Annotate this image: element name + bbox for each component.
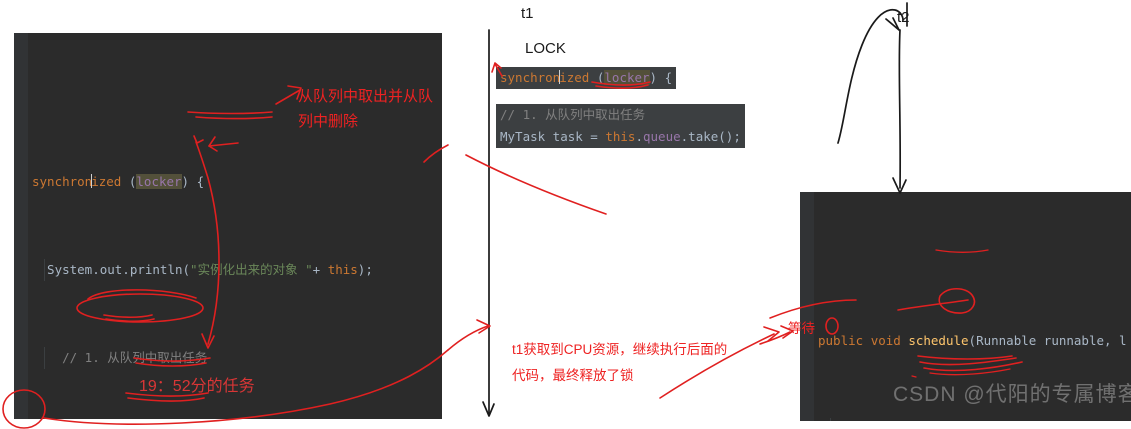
ink-mid-diagonal (465, 154, 607, 215)
t1-cpu-annotation: t1获取到CPU资源，继续执行后面的 代码，最终释放了锁 (512, 342, 728, 383)
csdn-watermark: CSDN @代阳的专属博客 (893, 383, 1131, 406)
lock-label: LOCK (525, 40, 566, 57)
text-caret (91, 174, 93, 188)
t2-descend-arrow (898, 29, 902, 189)
mid-code-sync-line: synchronized (locker) { (496, 67, 677, 89)
code-line: synchronized (locker) { (32, 174, 205, 189)
code-line: // 根据传处的参数，构造一个MyTask (800, 418, 1131, 421)
take-annotation: 从队列中取出并从队 列中删除 (298, 88, 434, 130)
code-line: System.out.println("实例化出来的对象 "+ this); (14, 259, 442, 281)
text-caret (559, 70, 561, 84)
editor-gutter (14, 33, 28, 419)
code-line: // 1. 从队列中取出任务 (14, 347, 442, 369)
t2-curve (837, 9, 904, 144)
thread-t1-label: t1 (521, 5, 534, 22)
right-code-body: public void schedule(Runnable runnable, … (800, 258, 1131, 421)
waiting-annotation: 等待 (788, 321, 815, 336)
task-time-annotation: 19：52分的任务 (139, 378, 255, 395)
code-line: public void schedule(Runnable runnable, … (818, 333, 1127, 348)
left-code-body: synchronized (locker) { System.out.print… (14, 99, 442, 419)
thread-t2-label: t2 (897, 9, 910, 26)
